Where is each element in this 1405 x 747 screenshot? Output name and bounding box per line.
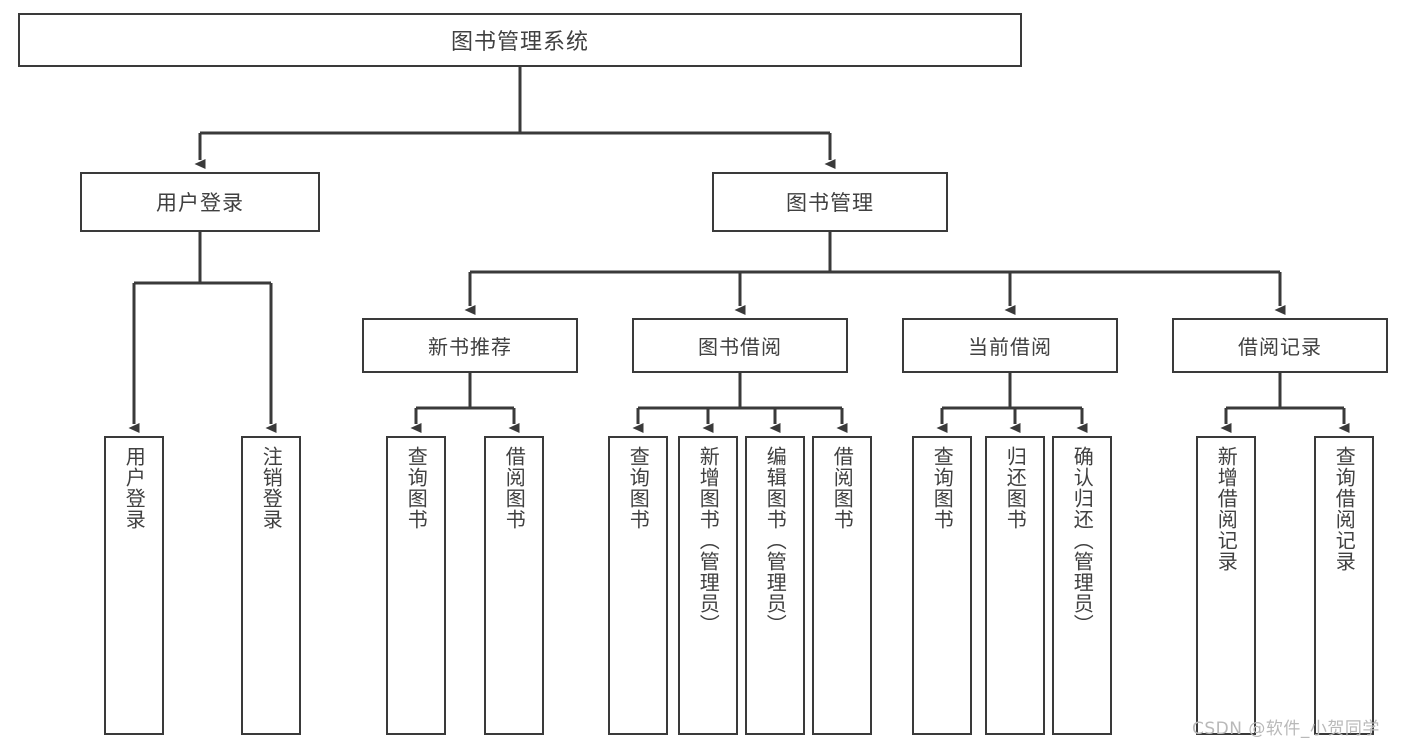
leaf-node[interactable]: 查询借阅记录: [1314, 436, 1374, 735]
leaf-node[interactable]: 借阅图书: [484, 436, 544, 735]
node-current-borrow-label: 当前借阅: [968, 335, 1052, 359]
leaf-node-label: 查询借阅记录: [1332, 446, 1357, 572]
leaf-node[interactable]: 用户登录: [104, 436, 164, 735]
leaf-node-label: 归还图书: [1003, 446, 1028, 530]
leaf-node-label: 查询图书: [404, 446, 429, 530]
leaf-node[interactable]: 查询图书: [912, 436, 972, 735]
leaf-node[interactable]: 新增图书（管理员）: [678, 436, 738, 735]
node-borrow-records[interactable]: 借阅记录: [1172, 318, 1388, 373]
node-borrow-records-label: 借阅记录: [1238, 335, 1322, 359]
csdn-watermark: CSDN @软件_小贺同学: [1192, 714, 1380, 739]
leaf-node[interactable]: 确认归还（管理员）: [1052, 436, 1112, 735]
leaf-node-label: 新增图书（管理员）: [696, 446, 721, 635]
leaf-node-label: 查询图书: [930, 446, 955, 530]
node-user-login[interactable]: 用户登录: [80, 172, 320, 232]
leaf-node-label: 注销登录: [259, 446, 284, 530]
node-user-login-label: 用户登录: [156, 191, 244, 215]
leaf-node-label: 用户登录: [122, 446, 147, 530]
node-book-borrow-label: 图书借阅: [698, 335, 782, 359]
leaf-node[interactable]: 编辑图书（管理员）: [745, 436, 805, 735]
leaf-node[interactable]: 查询图书: [608, 436, 668, 735]
leaf-node[interactable]: 新增借阅记录: [1196, 436, 1256, 735]
node-new-book-recommend-label: 新书推荐: [428, 335, 512, 359]
leaf-node[interactable]: 借阅图书: [812, 436, 872, 735]
node-current-borrow[interactable]: 当前借阅: [902, 318, 1118, 373]
leaf-node-label: 借阅图书: [830, 446, 855, 530]
node-book-management-label: 图书管理: [786, 191, 874, 215]
leaf-node-label: 查询图书: [626, 446, 651, 530]
node-new-book-recommend[interactable]: 新书推荐: [362, 318, 578, 373]
leaf-node-label: 确认归还（管理员）: [1070, 446, 1095, 635]
leaf-node[interactable]: 归还图书: [985, 436, 1045, 735]
node-book-management[interactable]: 图书管理: [712, 172, 948, 232]
leaf-node-label: 新增借阅记录: [1214, 446, 1239, 572]
leaf-node-label: 借阅图书: [502, 446, 527, 530]
node-root-label: 图书管理系统: [450, 30, 589, 55]
csdn-watermark-label: CSDN @软件_小贺同学: [1192, 719, 1380, 739]
leaf-node-label: 编辑图书（管理员）: [763, 446, 788, 635]
node-root[interactable]: 图书管理系统: [18, 13, 1022, 67]
leaf-node[interactable]: 注销登录: [241, 436, 301, 735]
node-book-borrow[interactable]: 图书借阅: [632, 318, 848, 373]
leaf-node[interactable]: 查询图书: [386, 436, 446, 735]
